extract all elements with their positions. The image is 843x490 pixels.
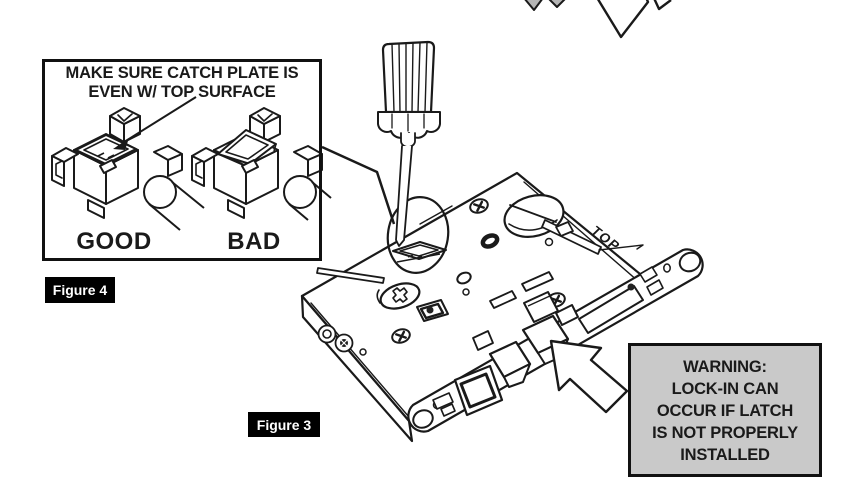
inset-callout-arrow (113, 96, 197, 150)
inset-title-line1: MAKE SURE CATCH PLATE IS (65, 64, 299, 82)
locking-lever (541, 219, 644, 255)
bad-label: BAD (227, 228, 281, 255)
warning-line-3: OCCUR IF LATCH (656, 402, 794, 420)
good-label: GOOD (76, 228, 152, 255)
inset-title: MAKE SURE CATCH PLATE IS EVEN W/ TOP SUR… (42, 64, 322, 102)
figure4-inset-box (42, 59, 322, 261)
deadbolt-opening (453, 364, 504, 417)
spindle-hub (376, 282, 421, 310)
bad-latch-diagram (191, 107, 332, 221)
hub-block (416, 299, 449, 322)
highlight-circle (386, 196, 450, 274)
faceplate-screw-hole-top (678, 251, 702, 273)
case-screw-3 (391, 328, 411, 344)
slide-bar (316, 267, 385, 284)
warning-line-2: LOCK-IN CAN (671, 380, 779, 398)
stop-works (627, 266, 664, 296)
faceplate-recess (578, 285, 644, 334)
catch-plate-bad (217, 129, 277, 174)
latch-pointer-arrow (549, 339, 629, 414)
warning-line-4: IS NOT PROPERLY (652, 424, 798, 442)
case-screw-1 (469, 198, 489, 214)
screwdriver-shaft (395, 145, 413, 247)
cylinder-cam-hub (480, 233, 500, 249)
warning-line-1: WARNING: (683, 358, 767, 376)
lock-body (300, 171, 653, 443)
faceplate-screw-hole-bottom (412, 409, 434, 429)
insert-direction-arrow (597, 0, 672, 39)
warning-box: WARNING: LOCK-IN CAN OCCUR IF LATCH IS N… (628, 343, 822, 477)
shaded-parts-top (524, 0, 566, 11)
good-latch-diagram (51, 107, 205, 231)
inset-leader-line (321, 145, 396, 225)
warning-line-5: INSTALLED (680, 446, 770, 464)
figure-3-label: Figure 3 (248, 412, 320, 437)
inset-title-line2: EVEN W/ TOP SURFACE (88, 83, 276, 101)
screwdriver-collar (377, 111, 441, 148)
catch-plate-good (75, 134, 137, 174)
screwdriver (377, 40, 441, 247)
screwdriver-handle (381, 40, 436, 114)
figure-4-label: Figure 4 (45, 277, 115, 303)
